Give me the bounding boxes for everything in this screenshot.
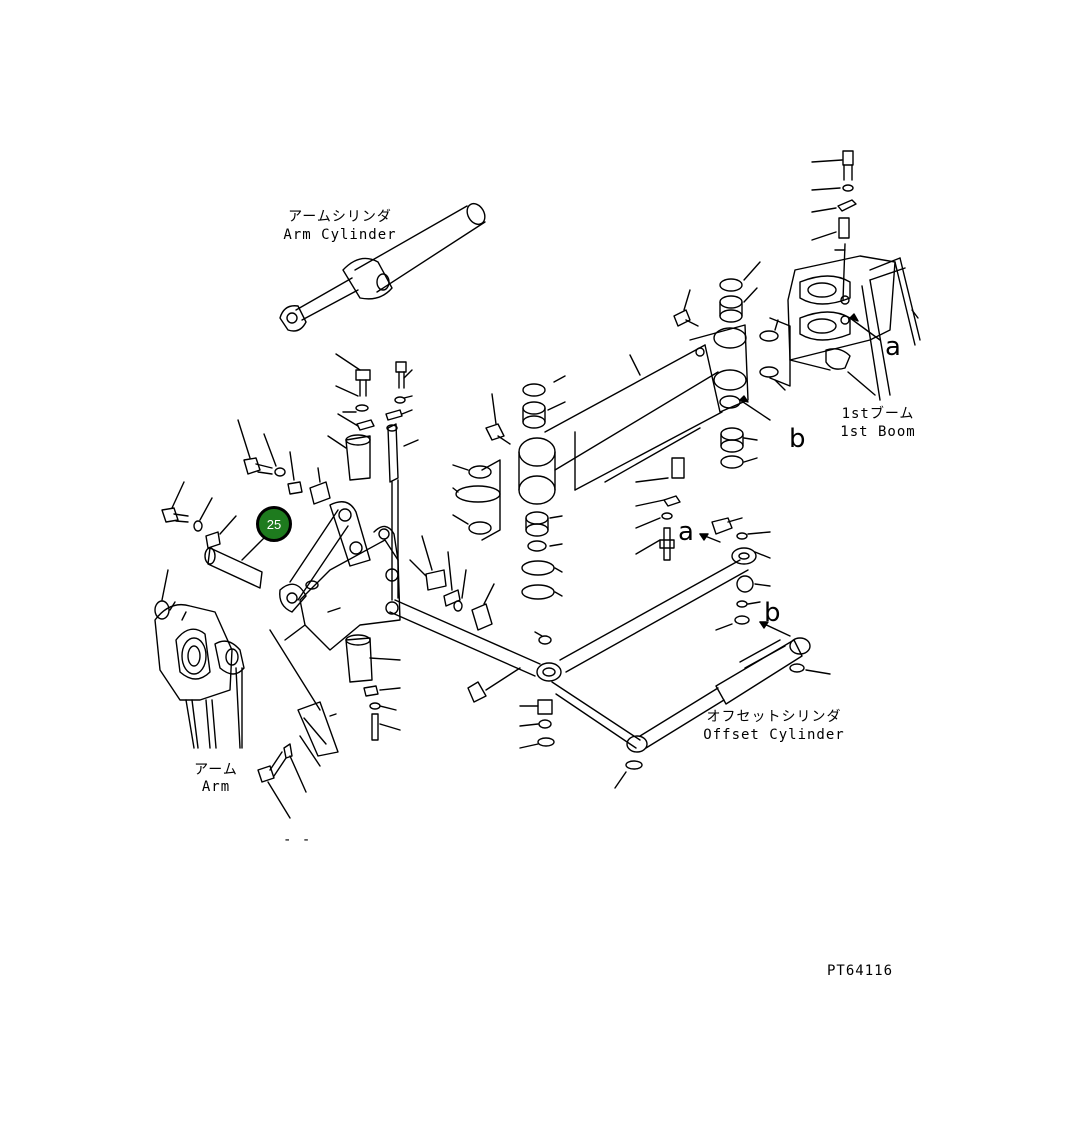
bushing-stack-left — [452, 375, 566, 541]
arm-label-jp: アーム — [194, 762, 238, 778]
bushing-stack-middle — [521, 511, 563, 600]
part-callout-number: 25 — [266, 516, 282, 532]
bushing-stack-right — [719, 261, 791, 469]
arm-cylinder-drawing — [279, 202, 486, 332]
offset-cylinder-label-en: Offset Cylinder — [703, 727, 845, 743]
reference-letter-a-mid: a — [678, 517, 694, 547]
arm-cylinder-label-jp: アームシリンダ — [288, 209, 392, 225]
small-parts-bottom — [467, 631, 555, 749]
bolt-group-bottom — [257, 701, 339, 819]
drawing-code: PT64116 — [827, 963, 894, 979]
boom-label-jp: 1stブーム — [841, 406, 915, 422]
link-body-drawing — [485, 289, 749, 505]
offset-cylinder-label-jp: オフセットシリンダ — [706, 709, 842, 725]
boom-label-en: 1st Boom — [840, 424, 916, 440]
reference-letter-b-mid: b — [764, 598, 781, 628]
arm-cylinder-label-en: Arm Cylinder — [283, 227, 397, 243]
arm-drawing — [154, 569, 245, 749]
reference-letter-b-top: b — [789, 424, 806, 454]
bolt-group-top — [335, 353, 413, 431]
pin-group-bracket-right — [409, 535, 495, 631]
tie-rod-drawing — [389, 517, 791, 682]
part-callout-25[interactable]: 25 — [256, 506, 292, 542]
reference-letter-a-top: a — [885, 332, 901, 362]
stub-text: - - — [283, 832, 312, 848]
bolt-group-left — [161, 419, 331, 589]
offset-cylinder-drawing — [551, 637, 831, 789]
pin-group-middle — [635, 457, 685, 561]
arm-label-en: Arm — [201, 779, 231, 795]
boom-drawing — [787, 150, 921, 401]
pins-near-bracket — [327, 423, 419, 741]
